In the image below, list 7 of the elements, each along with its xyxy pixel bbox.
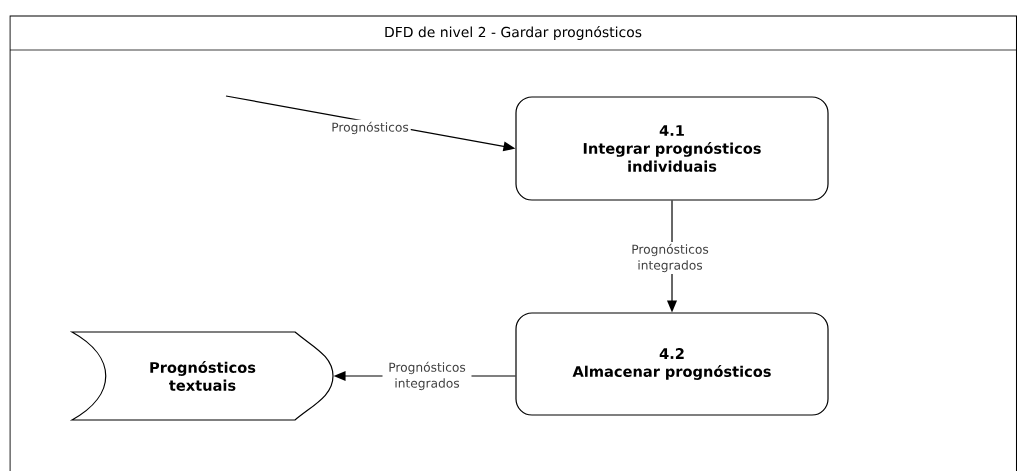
- edge-label: Prognósticos: [329, 119, 411, 137]
- diagram-title: DFD de nivel 2 - Gardar prognósticos: [385, 26, 642, 40]
- data-store: Prognósticos textuais: [71, 331, 334, 421]
- edge-label: Prognósticos integrados: [382, 359, 472, 393]
- process-box: 4.2 Almacenar prognósticos: [515, 312, 829, 416]
- process-box: 4.1 Integrar prognósticos individuais: [515, 96, 829, 201]
- edge-label: Prognósticos integrados: [628, 241, 712, 275]
